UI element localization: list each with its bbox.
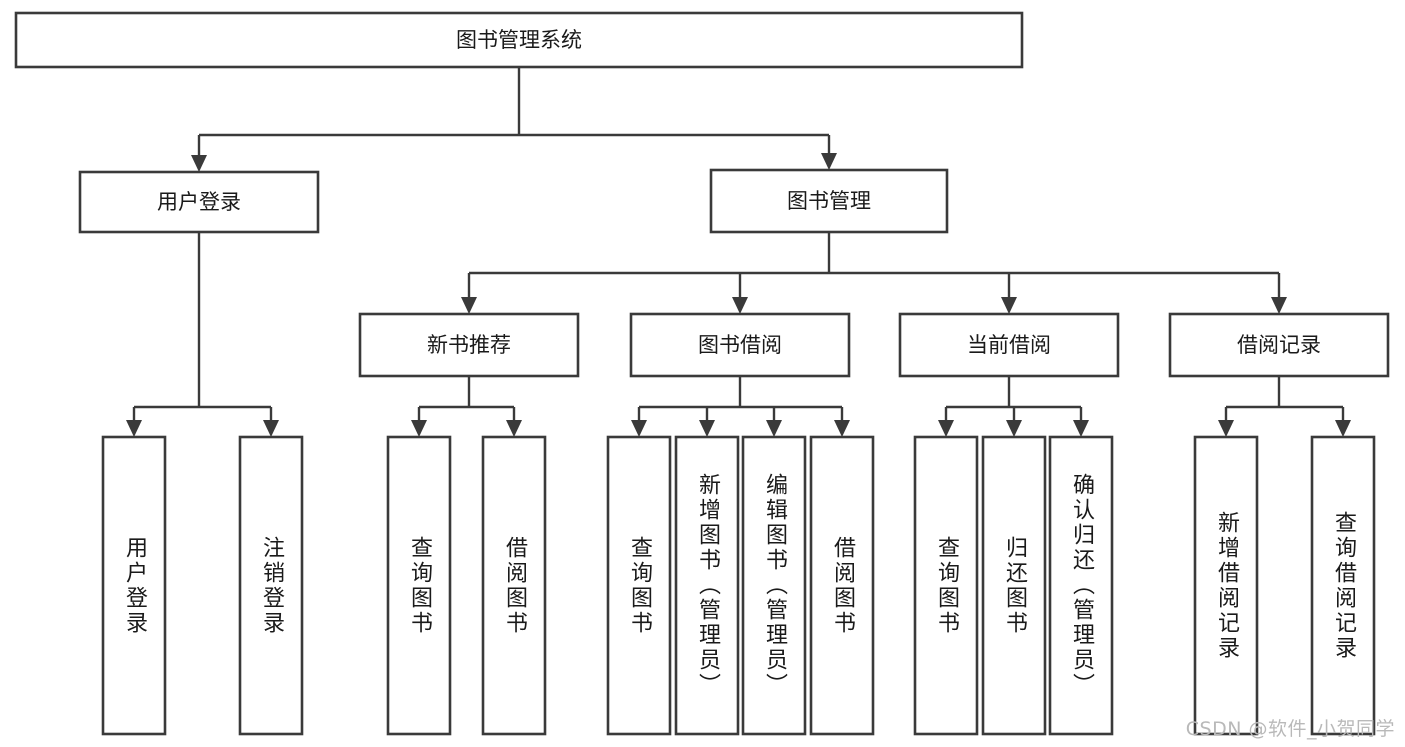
arrow-head [732,297,748,314]
arrow-head [766,420,782,437]
node-box [709,168,949,234]
arrow-head [1073,420,1089,437]
arrow-head [699,420,715,437]
arrow-head [1271,297,1287,314]
leaf-node-box [386,435,452,736]
node-label: 新书推荐 [427,333,511,357]
node-label: 当前借阅 [967,333,1051,357]
node-box [14,11,1024,69]
arrow-head [631,420,647,437]
arrow-head [834,420,850,437]
connector-layer [126,67,1351,437]
leaf-node-box [809,435,875,736]
node-label: 图书借阅 [698,333,782,357]
leaf-node-box [606,435,672,736]
leaf-node-box [913,435,979,736]
arrow-head [411,420,427,437]
node-box [1168,312,1390,378]
arrow-head [1335,420,1351,437]
arrow-head [461,297,477,314]
arrow-head [191,155,207,172]
leaf-node-box [981,435,1047,736]
arrow-head [263,420,279,437]
watermark-text: CSDN @软件_小贺同学 [1185,718,1395,740]
leaf-node-box [481,435,547,736]
node-box-layer [14,11,1390,736]
node-box [358,312,580,378]
arrow-head [1006,420,1022,437]
leaf-node-box [1193,435,1259,736]
node-box [898,312,1120,378]
leaf-node-box [741,435,807,736]
node-label: 用户登录 [157,190,241,214]
node-label: 图书管理系统 [456,28,582,52]
node-label: 图书管理 [787,189,871,213]
node-box [78,170,320,234]
arrow-head [126,420,142,437]
leaf-node-box [674,435,740,736]
leaf-node-box [1048,435,1114,736]
leaf-node-box [1310,435,1376,736]
leaf-node-box [101,435,167,736]
arrow-head [821,153,837,170]
arrow-head [506,420,522,437]
leaf-node-box [238,435,304,736]
node-box [629,312,851,378]
node-label: 借阅记录 [1237,333,1321,357]
arrow-head [1218,420,1234,437]
arrow-head [938,420,954,437]
arrow-head [1001,297,1017,314]
